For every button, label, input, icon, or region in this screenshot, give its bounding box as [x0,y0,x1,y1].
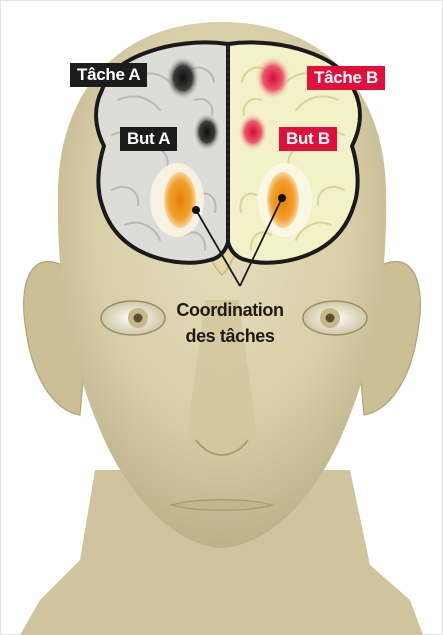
goal-b-activation [238,113,268,151]
task-b-label: Tâche B [307,66,385,90]
mouth [172,500,272,511]
right-eye [303,301,367,335]
task-b-activation [255,56,291,100]
left-eye [101,301,165,335]
goal-a-activation [193,113,221,151]
goal-b-label: But B [279,127,337,151]
coordination-caption: Coordination des tâches [160,297,300,349]
caption-line-1: Coordination [160,297,300,323]
task-a-activation [166,56,200,100]
goal-a-label: But A [120,127,177,151]
task-a-label: Tâche A [70,63,147,87]
coordination-left-region [164,172,196,228]
caption-line-2: des tâches [160,323,300,349]
